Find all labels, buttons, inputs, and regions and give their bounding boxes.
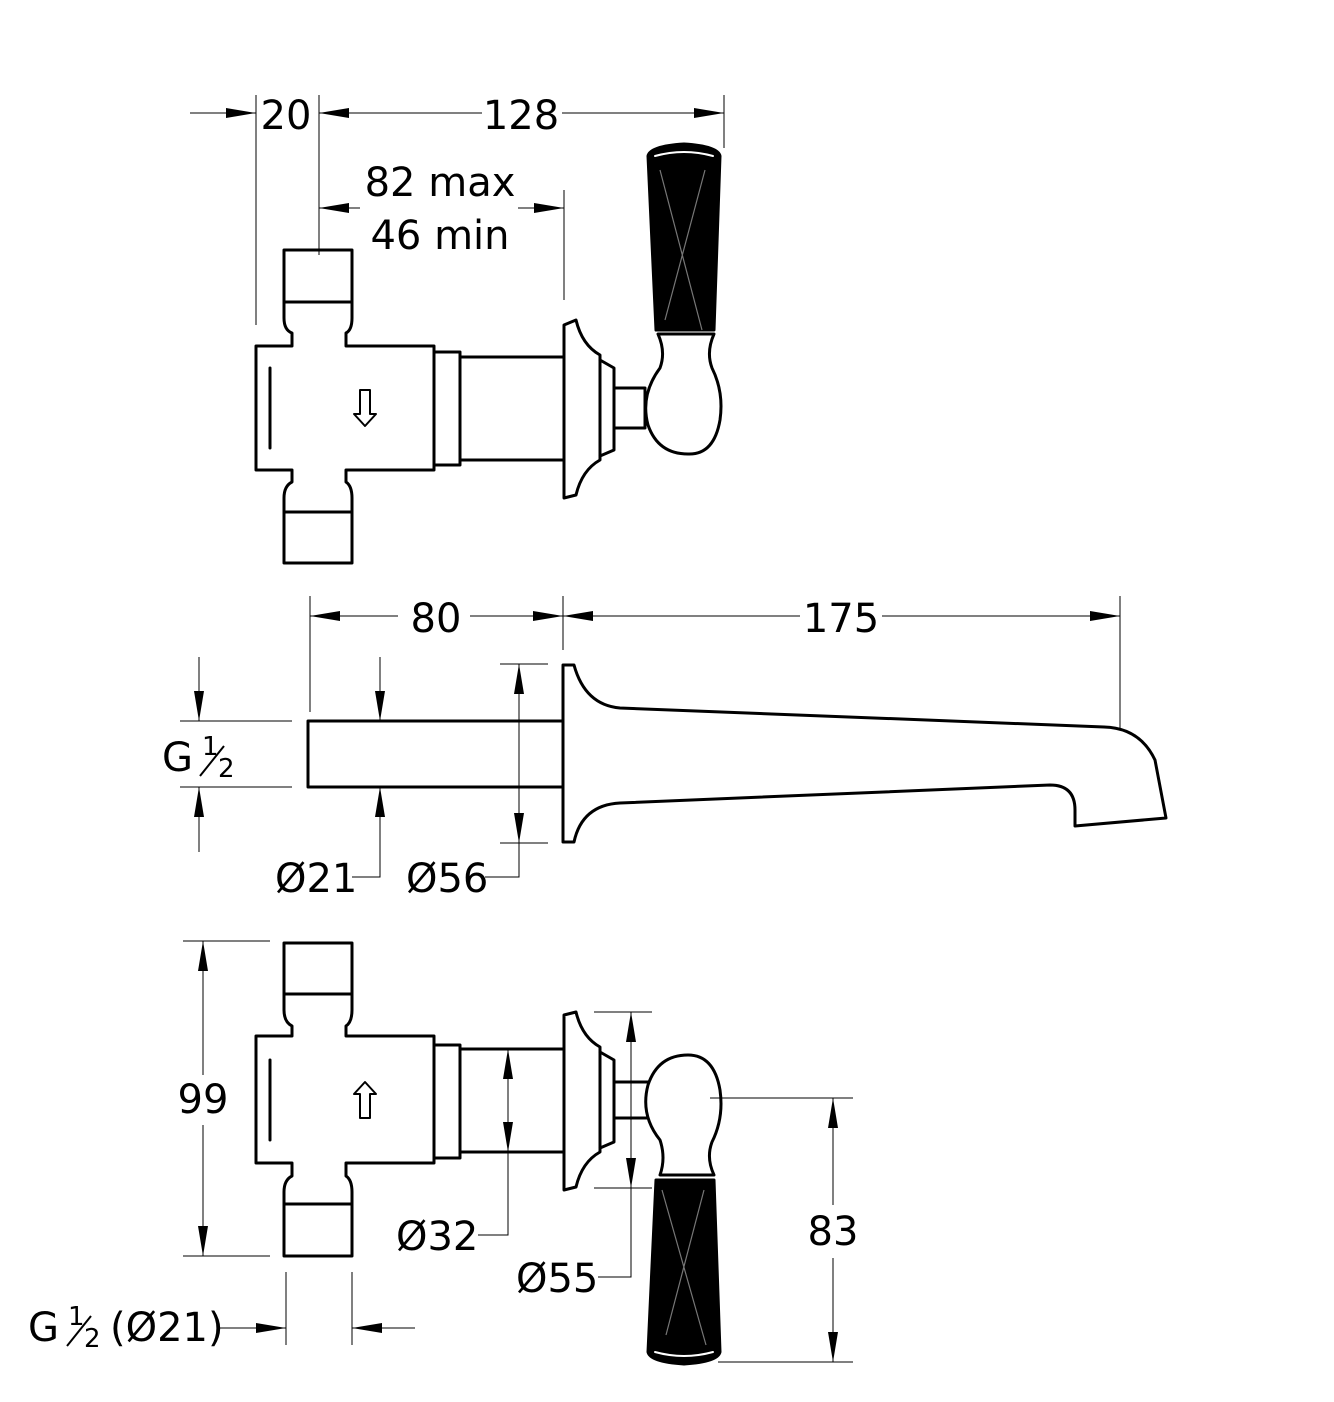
g-label: G: [162, 735, 193, 781]
dim-d21: Ø21: [275, 856, 357, 902]
bottom-g-prefix: G: [28, 1305, 59, 1351]
dim-d32: Ø32: [396, 1214, 478, 1260]
dim-175: 175: [803, 596, 879, 642]
g-half-label: G 1 2: [162, 732, 235, 784]
dim-128: 128: [483, 93, 559, 139]
dim-d56: Ø56: [406, 856, 488, 902]
bottom-half-denominator: 2: [84, 1324, 101, 1354]
dim-99: 99: [178, 1077, 229, 1123]
half-denominator: 2: [218, 754, 235, 784]
bottom-g-half-label: G 1 2 (Ø21): [28, 1302, 224, 1354]
dim-83: 83: [808, 1209, 859, 1255]
middle-view: 80 175 G 1 2 Ø21 Ø56: [162, 596, 1168, 902]
dim-82-max: 82 max: [365, 160, 516, 206]
bottom-view: 99 Ø32 Ø55: [28, 940, 859, 1366]
dim-20: 20: [261, 93, 312, 139]
dim-46-min: 46 min: [370, 213, 509, 259]
bottom-g-suffix: (Ø21): [110, 1305, 224, 1351]
half-numerator: 1: [202, 732, 219, 762]
top-view: 20 128 82 max 46 min: [190, 93, 725, 565]
dim-80: 80: [411, 596, 462, 642]
dim-d55: Ø55: [516, 1256, 598, 1302]
bottom-half-numerator: 1: [68, 1302, 85, 1332]
